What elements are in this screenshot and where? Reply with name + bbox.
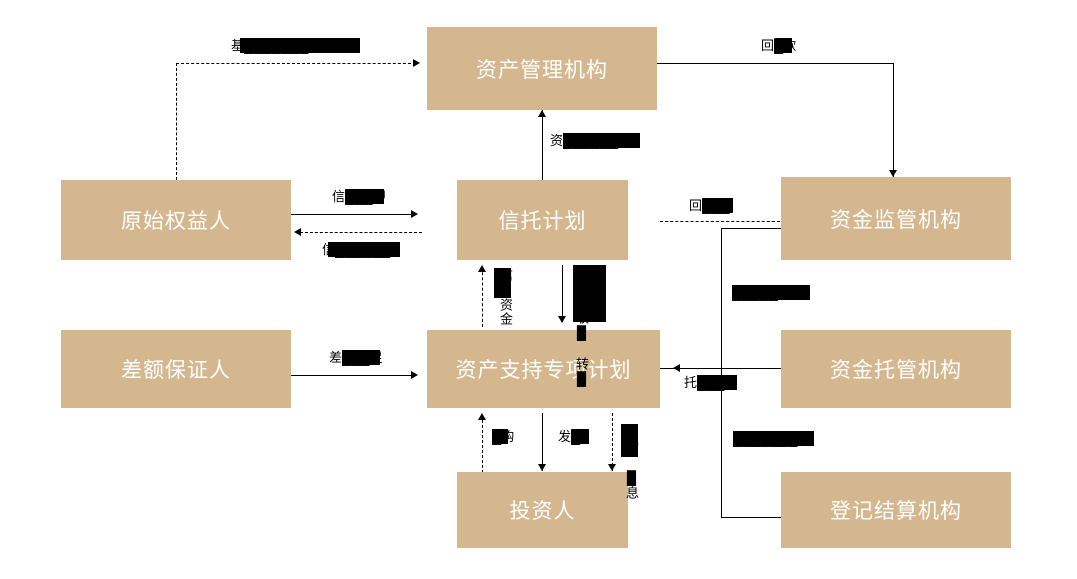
edge-trust-to-abs-vertical (562, 265, 563, 322)
arrowhead-trust-to-abs (558, 316, 566, 323)
redaction-top-right (776, 38, 792, 53)
edge-abs-to-trust-vertical (482, 267, 483, 327)
node-label-fund-supervisor: 资金监管机构 (830, 208, 962, 232)
edge-beneficiary-to-manager-vertical (176, 63, 177, 180)
node-label-difference-guarantor: 差额保证人 (121, 359, 231, 382)
node-trust-plan[interactable]: 信托计划 (457, 180, 628, 260)
redaction-settlement-agreement (733, 431, 814, 446)
arrowhead-investor-to-abs-repurchase (478, 413, 486, 420)
edge-supervisor-return-horizontal (660, 221, 780, 222)
node-difference-guarantor[interactable]: 差额保证人 (61, 330, 291, 408)
redaction-guarantee (342, 350, 380, 365)
redaction-pledge (345, 189, 384, 204)
node-label-trust-plan: 信托计划 (498, 210, 587, 233)
node-label-fund-custodian: 资金托管机构 (830, 359, 962, 382)
arrowhead-to-asset-manager-bottom (538, 110, 546, 117)
edge-manager-to-supervisor-horizontal (657, 63, 894, 64)
arrowhead-abs-right-side (673, 364, 680, 372)
arrowhead-guarantor-to-abs (411, 371, 418, 379)
redaction-trust-transfer (573, 265, 606, 322)
edge-trust-to-beneficiary (300, 232, 422, 233)
edge-spine-to-settlement (721, 517, 781, 518)
node-label-settlement-institution: 登记结算机构 (830, 500, 962, 523)
redaction-pay-interest (621, 424, 638, 457)
redaction-trust-funds (494, 268, 511, 298)
node-fund-custodian[interactable]: 资金托管机构 (781, 330, 1011, 408)
edge-abs-to-investor-issue (542, 413, 543, 471)
redaction-manager-to-trust (563, 133, 640, 148)
edge-spine-to-fund-supervisor (721, 228, 781, 229)
edge-investor-to-abs-repurchase (482, 415, 483, 473)
edge-manager-to-supervisor-vertical (893, 63, 894, 177)
edge-guarantor-to-abs (291, 375, 413, 376)
arrowhead-beneficiary-to-trust (411, 210, 418, 218)
redaction-supervision-contract (732, 285, 810, 300)
node-abs-special-plan[interactable]: 资产支持专项计划 (427, 330, 660, 408)
node-label-original-beneficiary: 原始权益人 (121, 210, 231, 233)
edge-abs-to-right-spine (660, 368, 722, 369)
edge-manager-to-trust-vertical (542, 110, 543, 180)
node-asset-manager[interactable]: 资产管理机构 (427, 27, 657, 110)
node-settlement-institution[interactable]: 登记结算机构 (781, 472, 1011, 548)
edge-beneficiary-to-trust (291, 214, 413, 215)
redaction-return-left (328, 242, 400, 257)
node-label-investor: 投资人 (509, 500, 576, 523)
edge-beneficiary-to-manager-horizontal (176, 63, 416, 64)
redaction-top-left (240, 38, 360, 53)
arrowhead-trust-to-beneficiary (294, 228, 301, 236)
node-investor[interactable]: 投资人 (457, 472, 628, 548)
arrowhead-abs-to-investor-issue (538, 464, 546, 471)
node-fund-supervisor[interactable]: 资金监管机构 (781, 177, 1011, 260)
edge-abs-to-investor-interest (612, 413, 613, 471)
arrowhead-abs-to-trust (478, 265, 486, 272)
arrowhead-abs-to-investor-interest (608, 464, 616, 471)
edge-spine-to-fund-custodian (721, 368, 781, 369)
node-original-beneficiary[interactable]: 原始权益人 (61, 180, 291, 260)
redaction-custody-contract (697, 375, 737, 390)
redaction-repurchase (492, 429, 508, 444)
node-label-asset-manager: 资产管理机构 (476, 58, 608, 82)
arrowhead-to-fund-supervisor-top (889, 170, 897, 177)
redaction-supervision-return (702, 198, 733, 213)
redaction-issue (572, 429, 589, 444)
edge-right-spine-vertical (721, 228, 722, 518)
node-label-abs-special-plan: 资产支持专项计划 (455, 359, 632, 382)
arrowhead-to-asset-manager-left (413, 59, 420, 67)
